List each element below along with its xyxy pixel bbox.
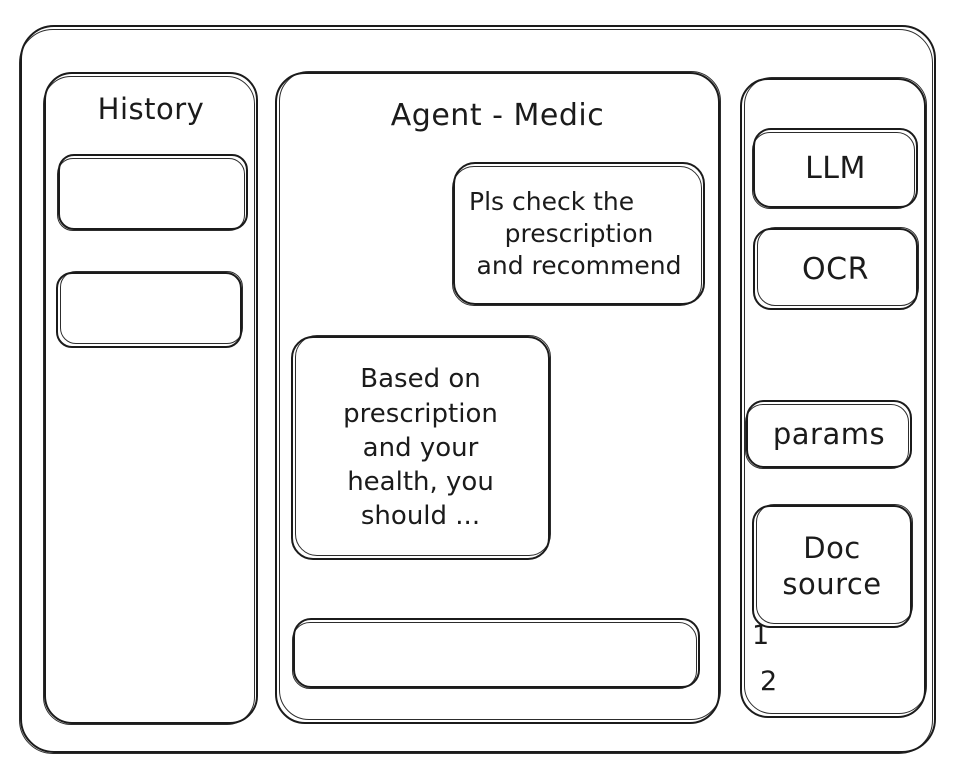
tool-button-label: params: [772, 417, 886, 451]
agent-message-line: prescription: [343, 398, 498, 429]
tool-button-params[interactable]: params: [745, 400, 912, 469]
message-input[interactable]: [292, 618, 700, 689]
tool-button-ocr[interactable]: OCR: [753, 227, 919, 310]
doc-source-label-line: Doc: [803, 531, 861, 566]
doc-source-label-line: source: [782, 566, 882, 601]
agent-message-line: Based on: [360, 364, 481, 395]
history-panel-title: History: [97, 92, 205, 126]
agent-message-line: and your: [362, 432, 479, 463]
history-list-item[interactable]: [56, 271, 243, 348]
agent-title: Agent - Medic: [390, 98, 605, 133]
user-message-line: prescription: [504, 218, 654, 248]
tool-button-llm[interactable]: LLM: [752, 128, 918, 209]
agent-message-line: health, you: [347, 467, 494, 498]
tool-button-label: OCR: [802, 251, 869, 287]
tool-button-label: LLM: [805, 150, 866, 186]
doc-source-ref[interactable]: 1: [752, 620, 770, 651]
agent-message-bubble: Based on prescription and your health, y…: [291, 335, 551, 560]
doc-source-ref[interactable]: 2: [760, 666, 778, 697]
user-message-bubble: Pls check the prescription and recommend: [452, 162, 705, 306]
tool-button-doc-source[interactable]: Doc source: [752, 504, 913, 628]
user-message-line: and recommend: [476, 250, 682, 280]
agent-message-line: should ...: [360, 501, 481, 532]
history-list-item[interactable]: [57, 154, 248, 231]
user-message-line: Pls check the: [469, 186, 635, 216]
